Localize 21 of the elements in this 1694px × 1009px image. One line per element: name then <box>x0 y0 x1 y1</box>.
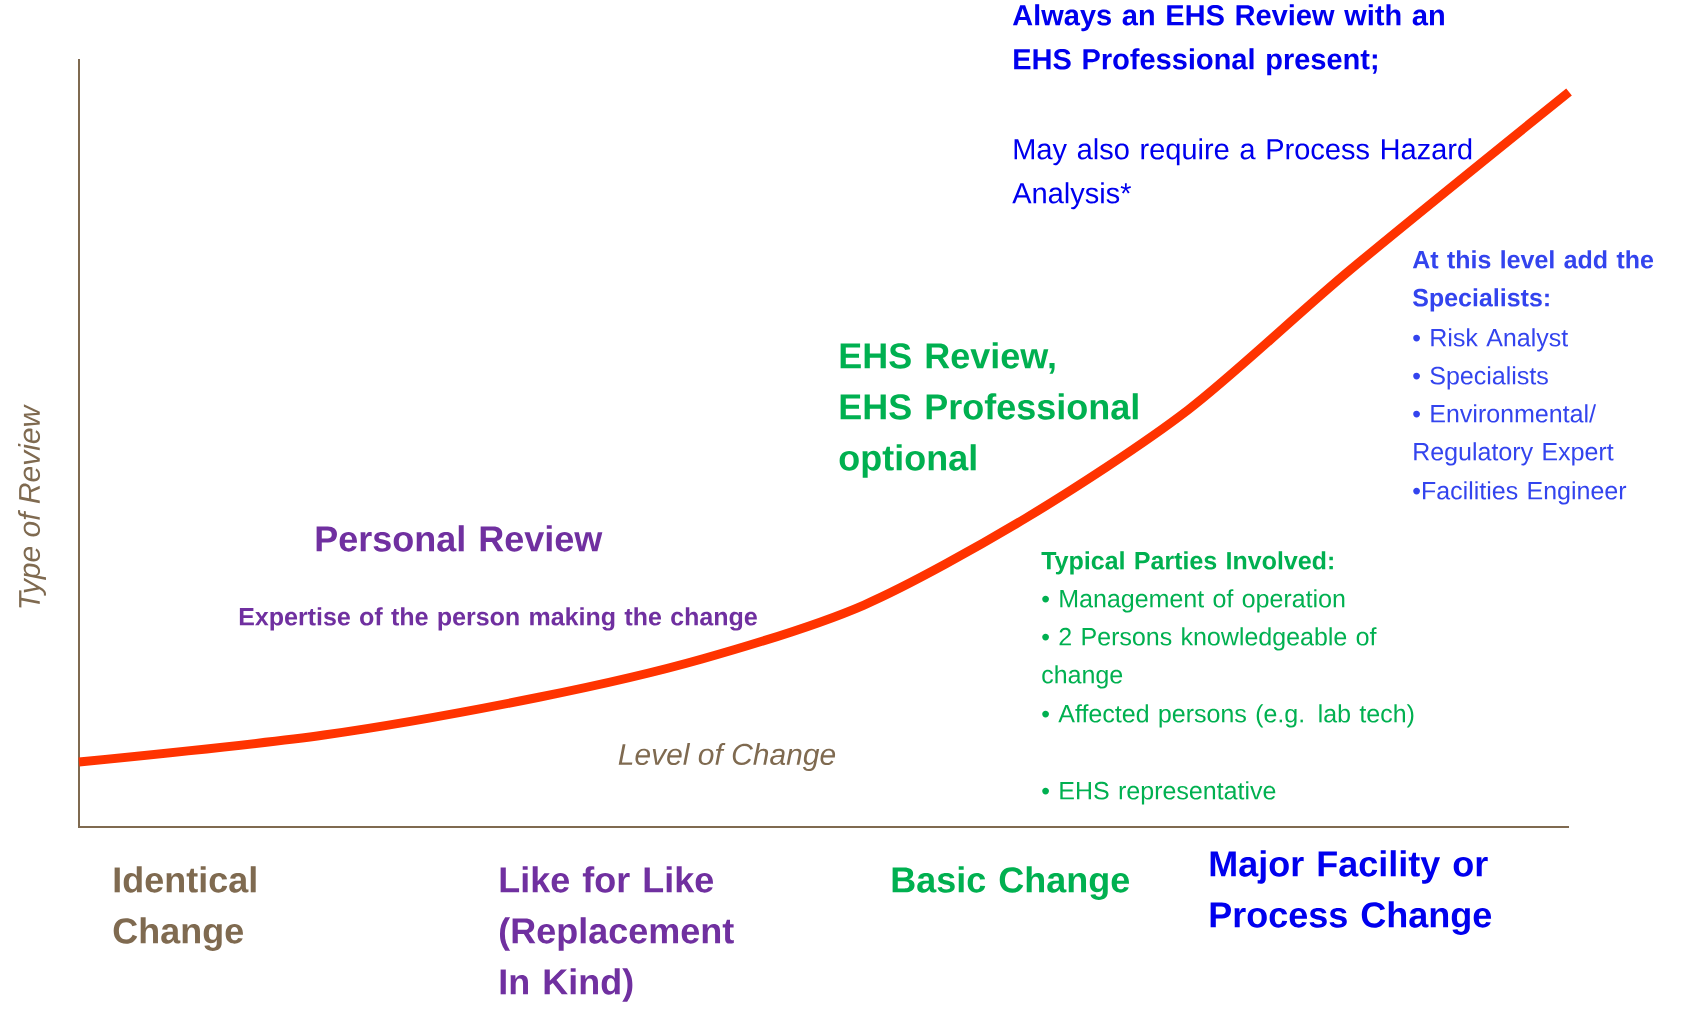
annotation-text: May also require a Process Hazard Analysis* <box>1012 138 1472 210</box>
list-item: • Environmental/ Regulatory Expert <box>1413 404 1614 466</box>
axis-label: Level of Change <box>618 743 836 771</box>
axis-label: Type of Review <box>18 404 46 608</box>
category-label: Identical Change <box>113 866 256 951</box>
list-item: • EHS representative <box>1042 781 1276 805</box>
category-label: Basic Change <box>892 866 1130 900</box>
list-item: • Affected persons (e.g. lab tech) <box>1042 704 1414 728</box>
list-item: • 2 Persons knowledgeable of change <box>1042 627 1377 689</box>
list-heading: Typical Parties Involved: <box>1041 551 1333 575</box>
list-item: • Specialists <box>1413 366 1548 390</box>
list-heading: At this level add the Specialists: <box>1412 250 1654 312</box>
category-label: Major Facility or Process Change <box>1210 850 1492 935</box>
annotation-text: Always an EHS Review with an EHS Professional present; <box>1012 4 1444 76</box>
list-item: • Management of operation <box>1042 589 1345 613</box>
list-item: •Facilities Engineer <box>1413 481 1627 505</box>
annotation-text: Expertise of the person making the change <box>239 607 757 631</box>
annotation-text: Personal Review <box>316 525 603 552</box>
annotation-text: EHS Review, EHS Professional optional <box>839 342 1138 478</box>
category-label: Like for Like (Replacement In Kind) <box>500 866 734 1002</box>
list-item: • Risk Analyst <box>1413 328 1568 352</box>
